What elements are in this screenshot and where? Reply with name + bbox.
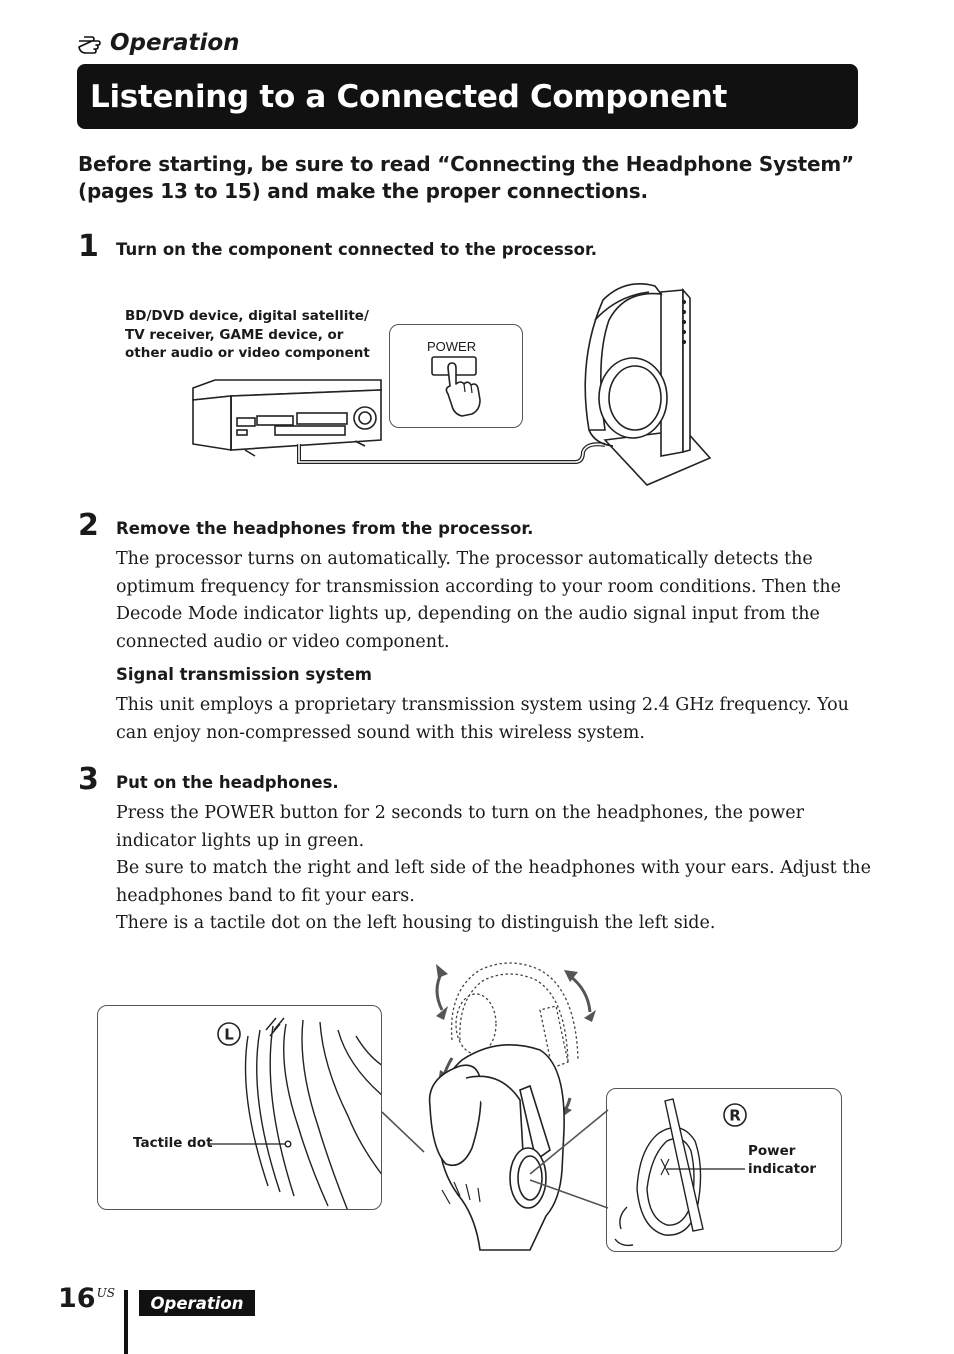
step-2-title: Remove the headphones from the processor… <box>116 519 534 538</box>
component-label: BD/DVD device, digital satellite/ TV rec… <box>125 308 370 361</box>
section-label: Operation <box>78 30 240 56</box>
av-component-drawing <box>192 379 382 457</box>
power-callout-box <box>389 324 523 428</box>
page-title: Listening to a Connected Component <box>77 64 858 129</box>
step-3-body-3: There is a tactile dot on the left housi… <box>116 913 716 933</box>
headphones-wearing-illustration <box>428 962 596 1251</box>
step-3-body-1: Press the POWER button for 2 seconds to … <box>116 803 804 851</box>
tactile-dot-label: Tactile dot <box>133 1135 213 1151</box>
step-2-body: The processor turns on automatically. Th… <box>116 549 841 652</box>
step-1-title: Turn on the component connected to the p… <box>116 240 598 259</box>
right-housing-callout: R <box>606 1088 842 1252</box>
headphones-on-stand <box>584 283 668 447</box>
footer-rule <box>124 1290 128 1354</box>
step-2-number: 2 <box>78 508 99 543</box>
intro-text: Before starting, be sure to read “Connec… <box>78 152 854 203</box>
connection-illustration <box>192 283 712 486</box>
step-3-body-2: Be sure to match the right and left side… <box>116 858 871 906</box>
page-suffix: US <box>96 1286 115 1300</box>
right-marker: R <box>729 1107 741 1125</box>
step-3-number: 3 <box>78 762 99 797</box>
step-3-title: Put on the headphones. <box>116 773 339 792</box>
left-housing-callout: L <box>97 1005 382 1210</box>
callout-connectors <box>381 1109 609 1209</box>
finger-press-icon <box>431 356 481 417</box>
left-marker: L <box>224 1026 234 1044</box>
page-number: 16US <box>58 1283 115 1314</box>
pointing-hand-icon <box>78 36 101 54</box>
power-indicator-label: Power indicator <box>748 1143 817 1177</box>
step-1-number: 1 <box>78 229 99 264</box>
section-label-text: Operation <box>110 30 240 56</box>
signal-subheading: Signal transmission system <box>116 665 372 684</box>
signal-body: This unit employs a proprietary transmis… <box>116 695 849 743</box>
footer-section-tag: Operation <box>139 1290 255 1316</box>
power-button-label: POWER <box>427 339 477 354</box>
